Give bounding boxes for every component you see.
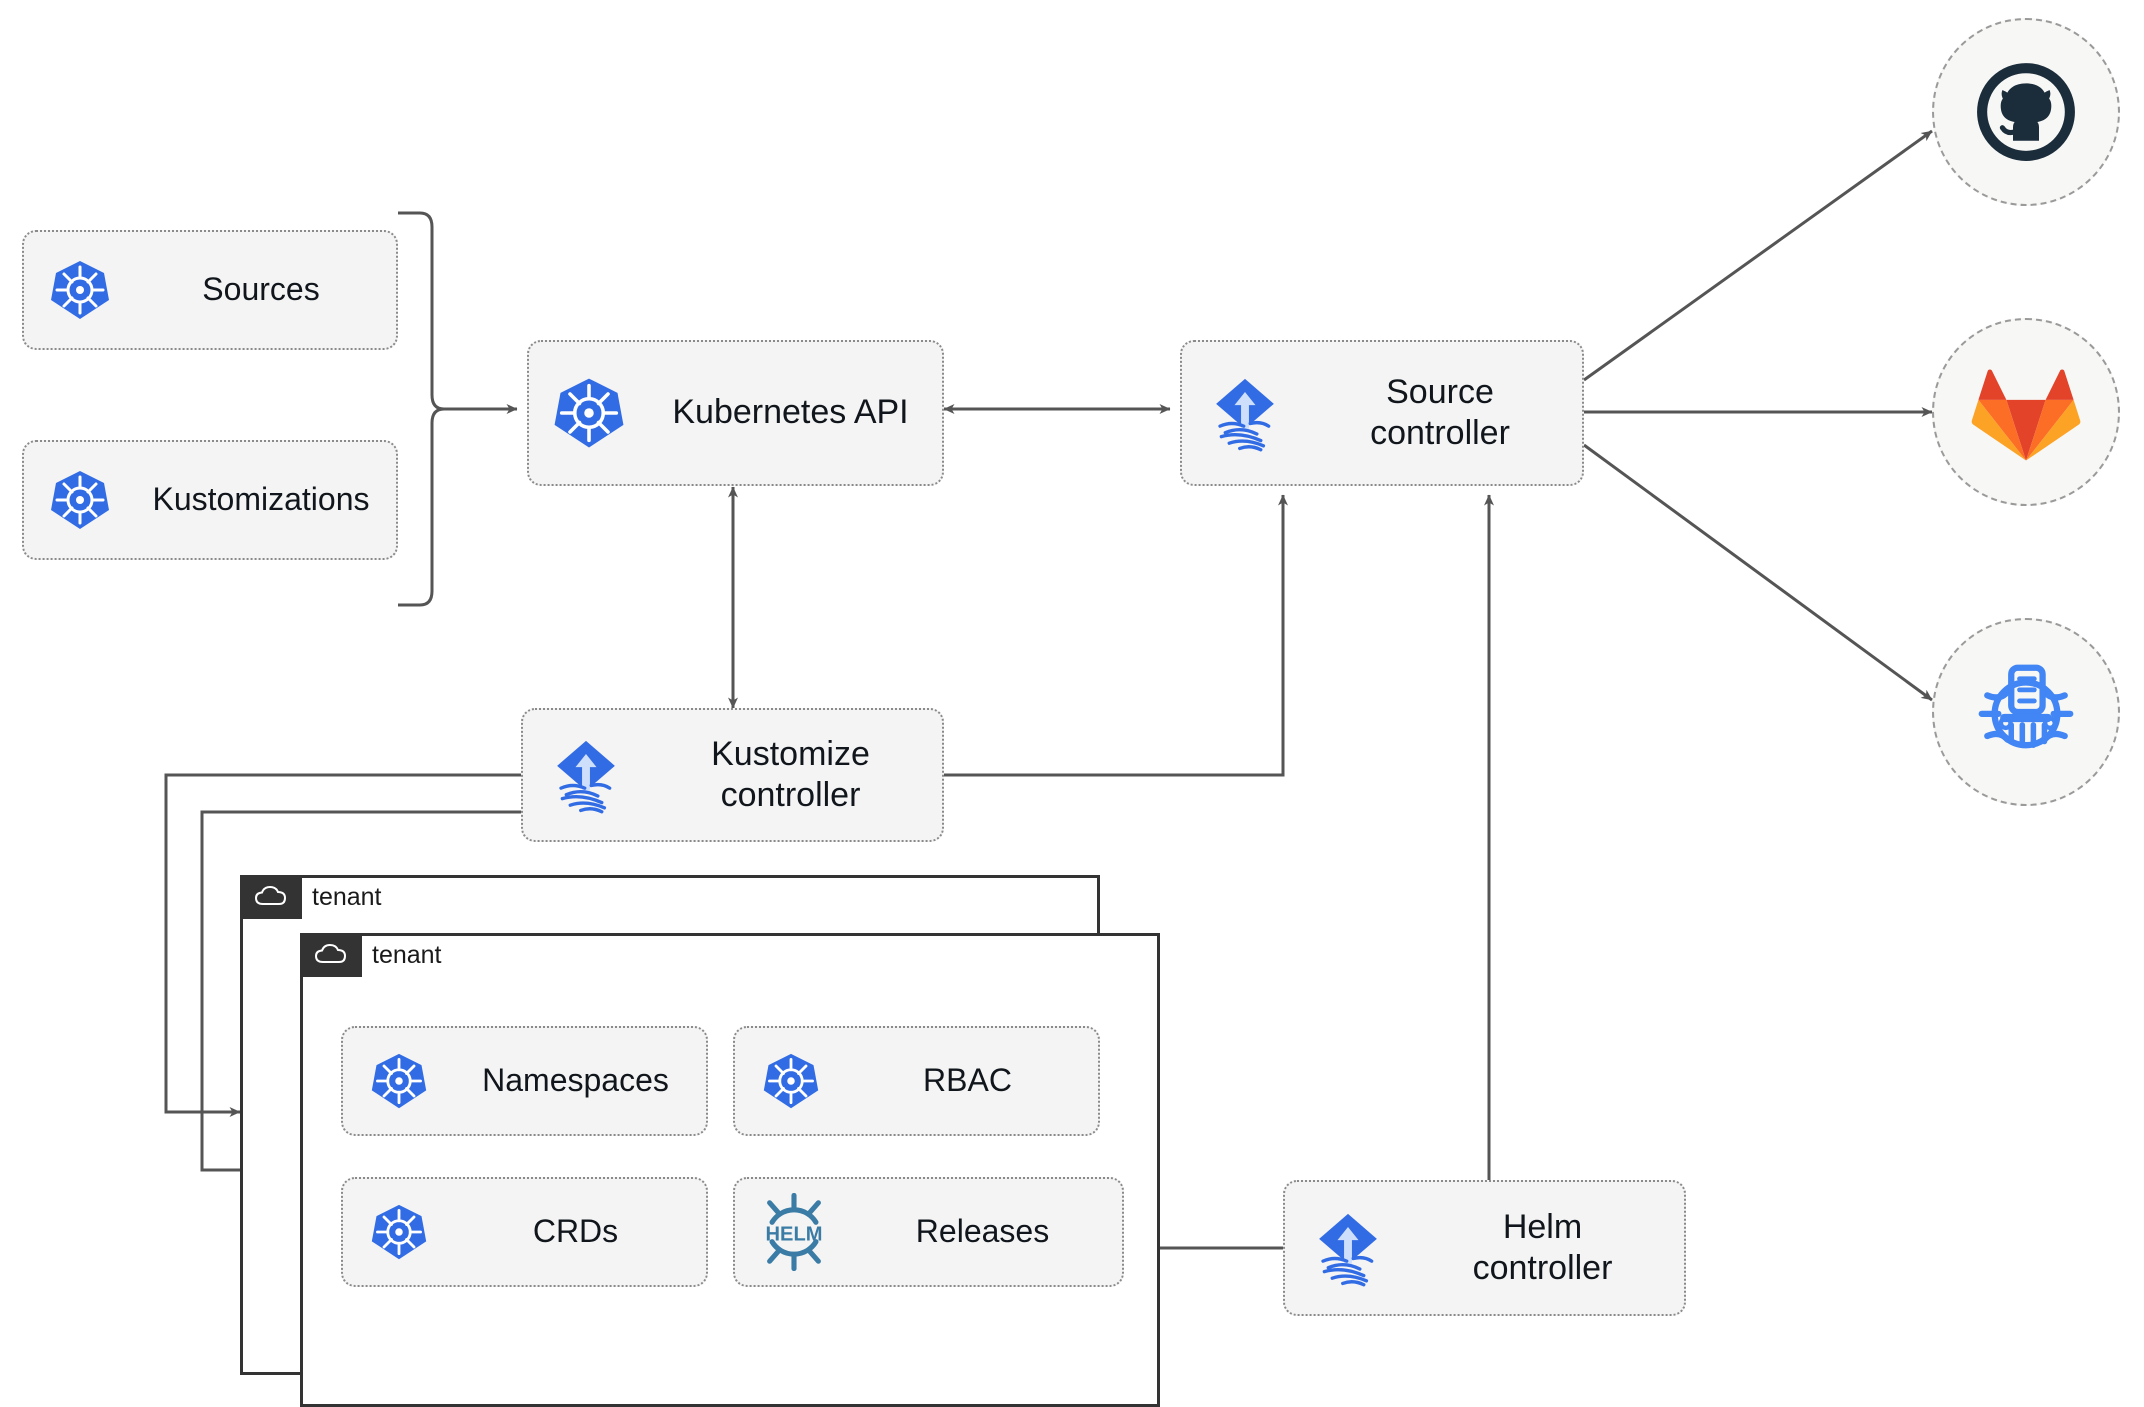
- connector-source-to-github: [1583, 129, 1933, 382]
- node-label: Kubernetes API: [672, 393, 909, 432]
- github-icon: [1977, 63, 2075, 161]
- gitlab-icon: [1971, 369, 2081, 461]
- tenant-inner-tab[interactable]: [300, 933, 362, 977]
- node-label: Releases: [915, 1213, 1050, 1250]
- helm-icon: HELM: [735, 1193, 853, 1271]
- flux-icon: [523, 733, 649, 817]
- node-label: Helm controller: [1472, 1207, 1613, 1287]
- kubernetes-icon: [343, 1202, 455, 1262]
- node-helm-controller[interactable]: Helm controller: [1283, 1180, 1686, 1316]
- node-source-controller[interactable]: Source controller: [1180, 340, 1584, 486]
- node-crds[interactable]: CRDs: [341, 1177, 708, 1287]
- cloud-icon: [314, 943, 347, 963]
- provider-gitlab[interactable]: [1932, 318, 2120, 506]
- flux-icon: [1285, 1206, 1411, 1290]
- node-namespaces[interactable]: Namespaces: [341, 1026, 708, 1136]
- node-label: CRDs: [532, 1213, 619, 1250]
- node-label: Sources: [202, 271, 320, 308]
- node-sources[interactable]: Sources: [22, 230, 398, 350]
- node-label: RBAC: [923, 1062, 1012, 1099]
- node-label: Namespaces: [482, 1062, 669, 1099]
- node-rbac[interactable]: RBAC: [733, 1026, 1100, 1136]
- flux-icon: [1182, 371, 1308, 455]
- node-kubernetes-api[interactable]: Kubernetes API: [527, 340, 944, 486]
- kubernetes-icon: [343, 1051, 455, 1111]
- kubernetes-icon: [529, 375, 649, 451]
- node-label: Kustomize controller: [711, 734, 870, 814]
- node-kustomizations[interactable]: Kustomizations: [22, 440, 398, 560]
- provider-github[interactable]: [1932, 18, 2120, 206]
- tenant-inner-frame: [300, 933, 1160, 1407]
- kubernetes-icon: [24, 468, 136, 532]
- connector-inputs-bracket: [398, 211, 518, 607]
- connector-kustomize-to-source: [944, 494, 1288, 777]
- kubernetes-icon: [735, 1051, 847, 1111]
- node-label: Kustomizations: [152, 481, 370, 518]
- node-kustomize-controller[interactable]: Kustomize controller: [521, 708, 944, 842]
- cloud-icon: [254, 885, 287, 905]
- helm-registry-icon: [1978, 664, 2074, 749]
- tenant-inner-title: tenant: [372, 941, 442, 969]
- tenant-outer-tab[interactable]: [240, 875, 302, 919]
- node-label: Source controller: [1370, 372, 1510, 452]
- node-releases[interactable]: HELM Releases: [733, 1177, 1124, 1287]
- provider-helm-registry[interactable]: [1932, 618, 2120, 806]
- connector-source-to-registry: [1583, 443, 1933, 702]
- kubernetes-icon: [24, 258, 136, 322]
- svg-text:HELM: HELM: [766, 1224, 823, 1246]
- tenant-outer-title: tenant: [312, 883, 382, 911]
